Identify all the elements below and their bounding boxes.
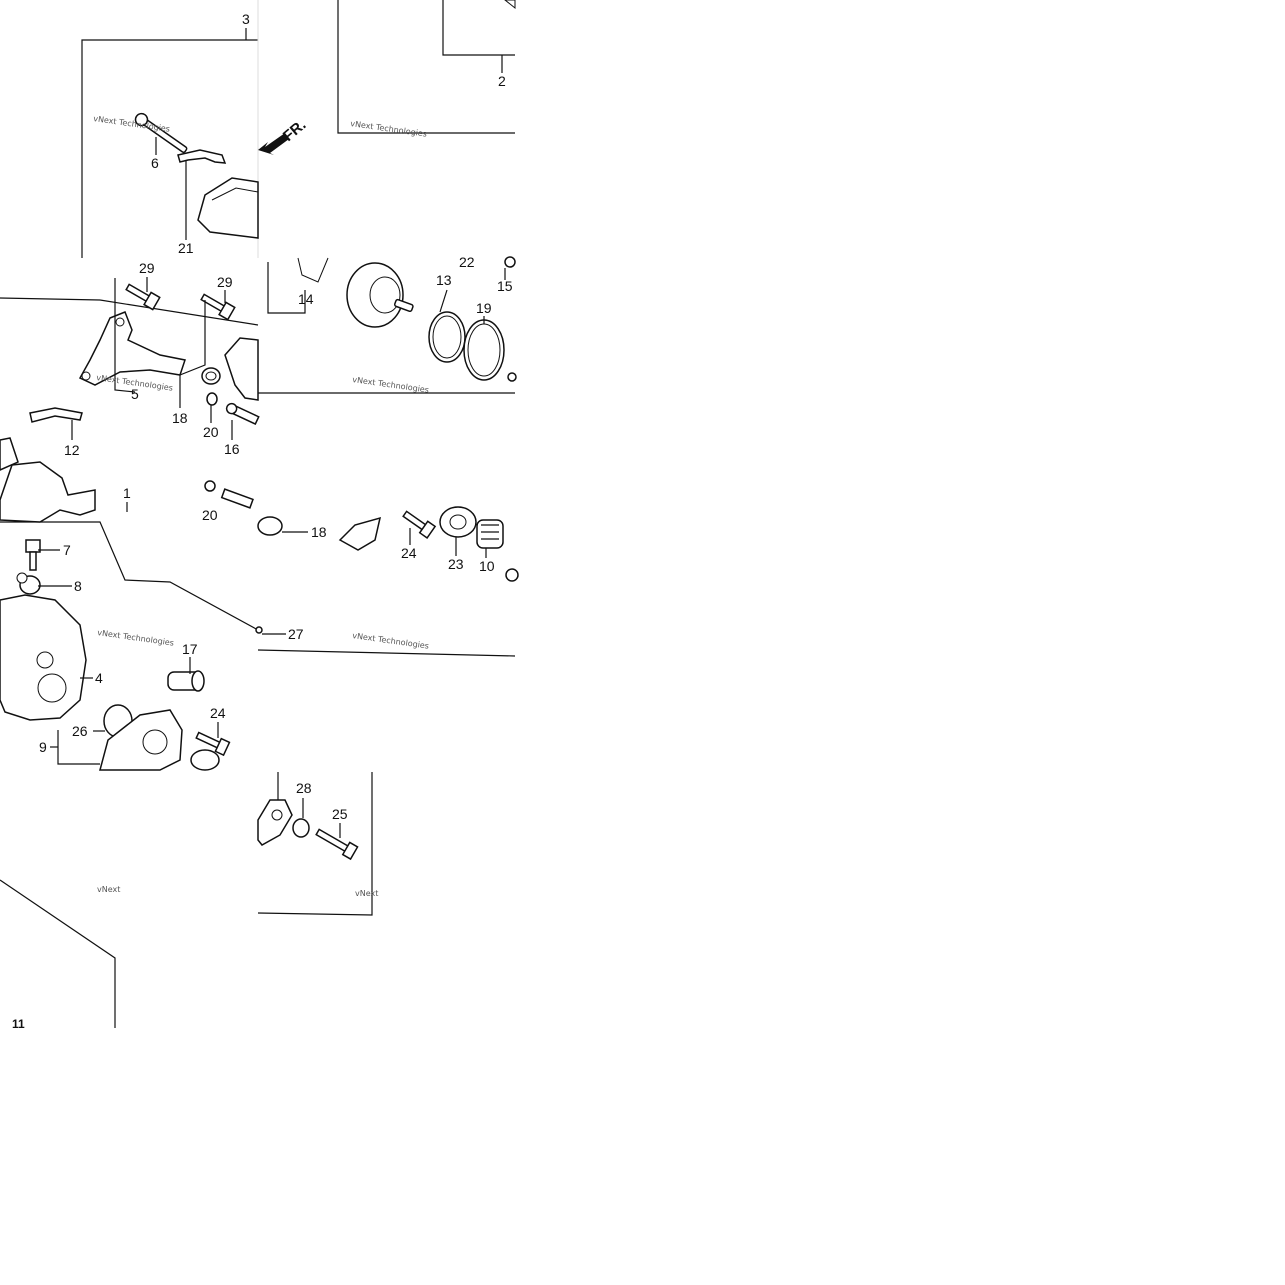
bracket-9 — [99, 709, 183, 771]
watermark-1: vNext Technologies — [93, 114, 171, 134]
callout-6: 6 — [151, 155, 159, 171]
callout-16: 16 — [224, 441, 240, 457]
part-shapes — [0, 0, 519, 861]
bolt-29b — [200, 293, 236, 321]
callout-18b: 18 — [311, 524, 327, 540]
callout-20b: 20 — [202, 507, 218, 523]
leader-lines — [38, 70, 506, 838]
washer-20a — [206, 392, 218, 406]
bolt-25 — [315, 828, 359, 861]
pin-17 — [167, 670, 205, 692]
boot-18b — [257, 516, 283, 536]
bolt-24b — [195, 731, 231, 757]
bleeder-7 — [25, 539, 41, 571]
callout-15: 15 — [497, 278, 513, 294]
callout-14: 14 — [298, 291, 314, 307]
callout-12: 12 — [64, 442, 80, 458]
caliper-body-mid — [224, 337, 259, 401]
callout-1: 1 — [123, 485, 131, 501]
callout-7: 7 — [63, 542, 71, 558]
callout-26: 26 — [72, 723, 88, 739]
callout-5: 5 — [131, 386, 139, 402]
callout-21: 21 — [178, 240, 194, 256]
callout-4: 4 — [95, 670, 103, 686]
pad-lower-left — [0, 437, 19, 471]
callout-9: 9 — [39, 739, 47, 755]
callout-24a: 24 — [401, 545, 417, 561]
watermark-7: vNext — [97, 885, 120, 894]
watermark-2: vNext Technologies — [350, 119, 428, 139]
callout-numbers: 3 2 6 21 29 29 22 13 15 14 19 5 18 20 16… — [12, 11, 513, 1031]
callout-13: 13 — [436, 272, 452, 288]
callout-2: 2 — [498, 73, 506, 89]
nut-28 — [292, 818, 310, 838]
callout-18a: 18 — [172, 410, 188, 426]
bleeder-16 — [225, 402, 260, 426]
brake-pad-top — [197, 177, 259, 239]
callout-24b: 24 — [210, 705, 226, 721]
spring-10 — [476, 519, 504, 549]
callout-8: 8 — [74, 578, 82, 594]
pin-6 — [134, 112, 188, 153]
callout-10: 10 — [479, 558, 495, 574]
watermark-4: vNext Technologies — [352, 375, 430, 395]
watermarks: vNext Technologies vNext Technologies vN… — [93, 114, 430, 898]
watermark-5: vNext Technologies — [97, 628, 175, 648]
shim-12 — [29, 407, 83, 423]
piston-22 — [346, 262, 414, 328]
callout-19: 19 — [476, 300, 492, 316]
callout-22: 22 — [459, 254, 475, 270]
bracket-5 — [78, 311, 186, 386]
callout-17: 17 — [182, 641, 198, 657]
callout-25: 25 — [332, 806, 348, 822]
callout-27: 27 — [288, 626, 304, 642]
callout-23: 23 — [448, 556, 464, 572]
callout-29a: 29 — [139, 260, 155, 276]
callout-11: 11 — [12, 1017, 25, 1031]
callout-3: 3 — [242, 11, 250, 27]
callout-20a: 20 — [203, 424, 219, 440]
bolt-24a — [402, 510, 437, 539]
callout-28: 28 — [296, 780, 312, 796]
front-direction-arrow-icon — [258, 133, 289, 155]
watermark-6: vNext Technologies — [352, 631, 430, 651]
watermark-8: vNext — [355, 889, 378, 898]
bolt-29a — [125, 283, 161, 311]
clip-21 — [177, 149, 227, 164]
callout-29b: 29 — [217, 274, 233, 290]
